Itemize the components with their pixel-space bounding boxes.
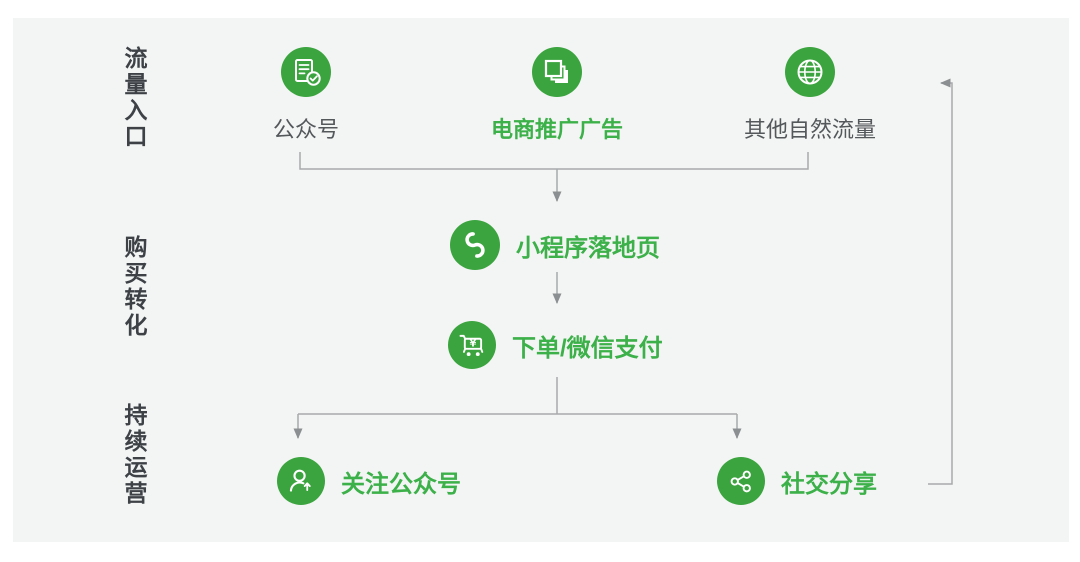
node-label: 小程序落地页: [516, 234, 660, 262]
node-label: 关注公众号: [341, 470, 461, 498]
official-account-icon: [281, 47, 331, 97]
node-follow-account: 关注公众号: [277, 457, 461, 505]
node-social-share: 社交分享: [717, 457, 877, 505]
node-ecommerce-ads: 电商推广广告: [457, 47, 657, 144]
node-label: 社交分享: [781, 470, 877, 498]
ads-icon: [532, 47, 582, 97]
node-organic-traffic: 其他自然流量: [710, 47, 910, 144]
share-icon: [717, 457, 765, 505]
svg-text:¥: ¥: [470, 339, 477, 350]
node-order-pay: ¥ 下单/微信支付: [448, 321, 663, 369]
node-label: 公众号: [272, 117, 339, 142]
background-panel: [13, 18, 1069, 542]
node-miniprogram-landing: 小程序落地页: [450, 220, 660, 270]
node-label: 下单/微信支付: [512, 334, 663, 362]
node-label: 电商推广广告: [490, 117, 623, 142]
stage-label-retention: 持续运营: [121, 403, 147, 507]
node-label: 其他自然流量: [743, 117, 876, 142]
globe-icon: [785, 47, 835, 97]
miniprogram-icon: [450, 220, 500, 270]
cart-yen-icon: ¥: [448, 321, 496, 369]
stage-label-traffic: 流量入口: [121, 46, 147, 150]
follow-user-icon: [277, 457, 325, 505]
stage-label-conversion: 购买转化: [121, 235, 147, 339]
node-official-account: 公众号: [206, 47, 406, 144]
